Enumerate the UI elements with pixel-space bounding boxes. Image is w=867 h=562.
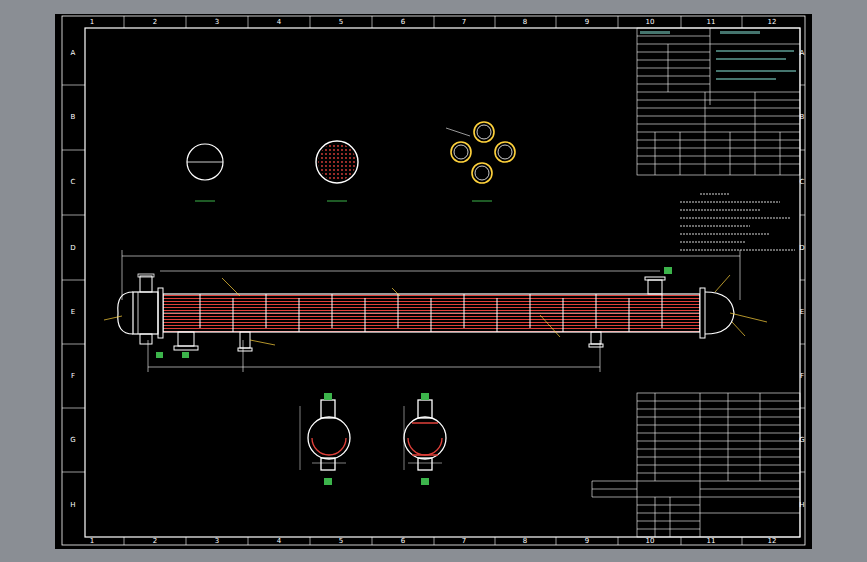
grid-reference: C [800, 179, 805, 186]
grid-reference: H [70, 502, 75, 509]
grid-reference: F [71, 373, 75, 380]
grid-reference: 1 [90, 538, 94, 545]
grid-reference: E [71, 309, 75, 316]
grid-reference: F [800, 373, 804, 380]
grid-reference: 12 [768, 538, 777, 545]
grid-reference: A [71, 50, 76, 57]
grid-reference: 5 [339, 19, 343, 26]
grid-reference: 10 [646, 538, 655, 545]
grid-reference: 5 [339, 538, 343, 545]
grid-reference: 10 [646, 19, 655, 26]
grid-reference: E [800, 309, 804, 316]
grid-reference: H [799, 502, 804, 509]
grid-reference: 3 [215, 19, 219, 26]
grid-reference: D [70, 245, 75, 252]
grid-reference: 3 [215, 538, 219, 545]
grid-reference: G [799, 437, 804, 444]
grid-reference: 6 [401, 19, 405, 26]
grid-reference: 6 [401, 538, 405, 545]
grid-reference: 1 [90, 19, 94, 26]
grid-reference: 4 [277, 538, 281, 545]
grid-reference: C [71, 179, 76, 186]
grid-reference: 9 [585, 19, 589, 26]
grid-reference: 11 [707, 19, 716, 26]
grid-reference: G [70, 437, 75, 444]
grid-reference: 11 [707, 538, 716, 545]
grid-reference: 8 [523, 538, 527, 545]
grid-reference: 12 [768, 19, 777, 26]
grid-reference: 7 [462, 19, 466, 26]
grid-reference: 7 [462, 538, 466, 545]
grid-reference: 2 [153, 538, 157, 545]
grid-reference: B [800, 114, 805, 121]
grid-reference: 2 [153, 19, 157, 26]
grid-reference: B [71, 114, 76, 121]
grid-reference: 4 [277, 19, 281, 26]
grid-reference: A [800, 50, 805, 57]
grid-reference: 8 [523, 19, 527, 26]
grid-reference: D [799, 245, 804, 252]
grid-reference: 9 [585, 538, 589, 545]
